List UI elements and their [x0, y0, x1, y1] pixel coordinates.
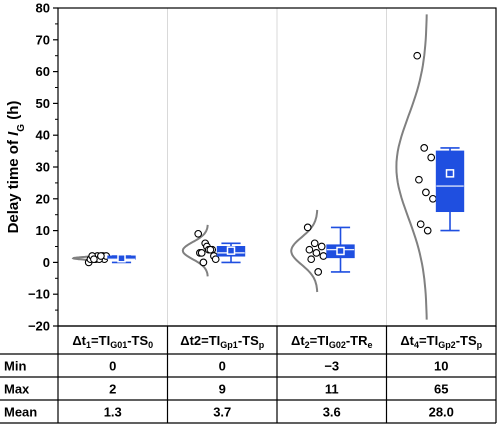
- data-point: [312, 249, 321, 257]
- distribution-curve: [395, 14, 428, 320]
- table-cell-max: 65: [434, 382, 448, 397]
- data-point: [319, 252, 328, 260]
- category-label-part: -TR: [346, 333, 368, 348]
- category-label-part: p: [477, 340, 483, 350]
- data-point: [422, 188, 430, 197]
- box-mean-marker: [336, 246, 345, 256]
- category-label-part: 0: [148, 340, 153, 350]
- category-label-part: Δt2=TI: [180, 333, 220, 348]
- y-tick-label: −20: [28, 319, 50, 334]
- data-point: [199, 258, 208, 267]
- table-cell-min: −3: [324, 359, 339, 374]
- y-tick-label: 80: [36, 1, 50, 16]
- y-tick-label: 60: [36, 64, 50, 79]
- data-point: [211, 255, 220, 264]
- table-cell-mean: 3.6: [323, 405, 341, 420]
- category-label-part: e: [368, 340, 373, 350]
- box-iqr: [435, 150, 465, 213]
- plot-area: [71, 14, 465, 320]
- category-label: Δt4=TIGp2-TSp: [400, 333, 482, 350]
- category-label-part: Gp1: [220, 340, 238, 350]
- data-point: [317, 242, 326, 251]
- y-tick-label: 30: [36, 160, 50, 175]
- grid-lines: [167, 8, 387, 326]
- table-row-label: Max: [4, 382, 30, 397]
- table-row-label: Min: [4, 359, 26, 374]
- table-cell-mean: 3.7: [213, 405, 231, 420]
- category-label-part: 1: [86, 340, 91, 350]
- box-mean-marker: [445, 169, 455, 178]
- category-label-part: 2: [305, 340, 310, 350]
- data-point: [206, 245, 215, 254]
- data-point: [420, 144, 429, 152]
- y-tick-label: 70: [36, 32, 50, 47]
- category-label-part: -TS: [456, 333, 477, 348]
- category-label-part: Gp2: [438, 340, 456, 350]
- y-axis-title: Delay time of IG (h): [5, 101, 27, 234]
- y-tick-label: 50: [36, 96, 50, 111]
- data-point: [427, 153, 436, 162]
- y-tick-label: 0: [43, 255, 50, 270]
- table-cell-mean: 28.0: [429, 405, 454, 420]
- table-cell-min: 0: [109, 359, 116, 374]
- table-cell-max: 2: [109, 382, 116, 397]
- table-cell-max: 9: [219, 382, 226, 397]
- table-cell-min: 0: [219, 359, 226, 374]
- data-point: [90, 255, 98, 264]
- y-tick-label: 20: [36, 191, 50, 206]
- table-cell-mean: 1.3: [104, 405, 122, 420]
- data-point: [194, 229, 203, 238]
- y-axis: −20 −10 0 10 20 30 40 50 60 70 80: [28, 1, 58, 334]
- data-point: [413, 51, 422, 60]
- data-point: [307, 255, 316, 264]
- data-point: [423, 226, 432, 235]
- category-label-part: Δt: [72, 333, 86, 348]
- table-cell-min: 10: [434, 359, 448, 374]
- table-cell-max: 11: [325, 382, 339, 397]
- category-label: Δt2=TIGp1-TSp: [180, 333, 265, 350]
- box-mean-marker: [226, 246, 236, 255]
- y-tick-label: 40: [36, 128, 50, 143]
- data-point: [305, 245, 314, 254]
- distribution-curve: [290, 209, 319, 293]
- category-label-part: G02: [329, 340, 346, 350]
- category-label-part: =TI: [419, 333, 438, 348]
- category-label-part: p: [259, 340, 265, 350]
- category-label-part: G01: [110, 340, 127, 350]
- distribution-curve: [181, 224, 209, 277]
- box-mean-marker: [117, 254, 126, 263]
- category-label-part: Δt: [400, 333, 414, 348]
- category-label-part: 4: [414, 340, 419, 350]
- data-point: [310, 239, 319, 248]
- data-point: [416, 220, 425, 229]
- category-label-part: =TI: [91, 333, 110, 348]
- data-point: [97, 252, 105, 260]
- data-point: [429, 194, 437, 203]
- category-label: Δt2=TIG02-TRe: [291, 333, 373, 350]
- data-point: [197, 249, 206, 257]
- category-label-part: =TI: [310, 333, 329, 348]
- category-label-part: -TS: [127, 333, 148, 348]
- y-tick-label: 10: [36, 223, 50, 238]
- data-point: [314, 268, 323, 276]
- category-label-part: -TS: [238, 333, 259, 348]
- data-point: [303, 223, 312, 232]
- table-row-label: Mean: [4, 405, 37, 420]
- category-label-part: Δt: [291, 333, 305, 348]
- y-tick-label: −10: [28, 287, 50, 302]
- category-label: Δt1=TIG01-TS0: [72, 333, 153, 350]
- data-point: [415, 175, 423, 184]
